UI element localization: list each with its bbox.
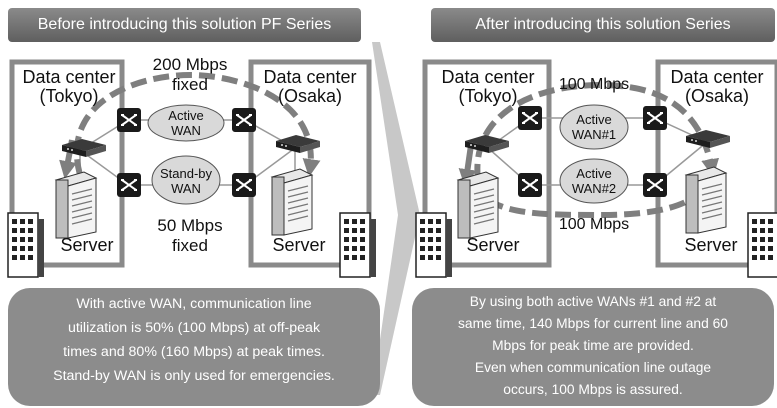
left-wan-active-line2: WAN — [171, 123, 201, 138]
left-dc-tokyo-frame — [9, 59, 125, 268]
right-traffic-arrow-tail — [458, 144, 477, 188]
left-bw-bottom-label: 50 Mbps fixed — [145, 216, 235, 256]
left-bw-bottom-line1: 50 Mbps — [157, 216, 223, 235]
left-note-line: Stand-by WAN is only used for emergencie… — [53, 368, 335, 384]
left-bw-bottom-line2: fixed — [172, 236, 208, 255]
right-dc-tokyo-line2: (Tokyo) — [458, 86, 518, 106]
right-wan1-oval — [559, 104, 629, 150]
router-icon — [517, 172, 543, 198]
right-note-line: Even when communication line outage — [474, 360, 712, 375]
building-icon — [747, 212, 777, 278]
right-dc-osaka-line2: (Osaka) — [684, 86, 749, 106]
right-dc-osaka-line1: Data center — [670, 67, 764, 87]
left-note: With active WAN, communication line util… — [8, 288, 380, 406]
router-icon — [517, 105, 543, 131]
server-icon — [457, 171, 499, 239]
right-dc-osaka-label: Data center (Osaka) — [662, 68, 772, 106]
left-note-line: With active WAN, communication line — [76, 296, 312, 312]
router-icon — [642, 105, 668, 131]
left-wan-active-oval — [147, 104, 225, 142]
right-note-line: By using both active WANs #1 and #2 at — [469, 294, 717, 309]
left-dc-tokyo-line2: (Tokyo) — [39, 86, 99, 106]
server-icon — [271, 168, 313, 236]
router-icon — [116, 107, 142, 133]
server-icon — [55, 171, 97, 239]
building-icon — [339, 212, 377, 278]
left-wan-standby-line2: WAN — [171, 181, 201, 196]
right-note: By using both active WANs #1 and #2 at s… — [412, 288, 774, 406]
left-server-left-label: Server — [60, 235, 114, 255]
right-server-right-label: Server — [684, 235, 738, 255]
left-bw-top-label: 200 Mbps fixed — [145, 55, 235, 95]
right-server-left-label: Server — [466, 235, 520, 255]
left-banner: Before introducing this solution PF Seri… — [8, 8, 361, 42]
router-icon — [231, 172, 257, 198]
right-dc-tokyo-label: Data center (Tokyo) — [436, 68, 540, 106]
right-dc-osaka-frame — [655, 59, 777, 268]
transition-arrow — [372, 42, 420, 395]
right-dc-tokyo-frame — [422, 59, 552, 268]
router-icon — [116, 172, 142, 198]
right-wan2-label: Active WAN#2 — [564, 166, 624, 196]
left-wan-active-line1: Active — [168, 108, 204, 123]
left-server-right-label: Server — [272, 235, 326, 255]
right-banner-text: After introducing this solution Series — [475, 16, 731, 33]
left-wan-standby-label: Stand-by WAN — [154, 166, 218, 196]
router-icon — [642, 172, 668, 198]
right-dc-tokyo-line1: Data center — [441, 67, 535, 87]
left-wan-active-label: Active WAN — [156, 108, 216, 138]
right-wan1-line2: WAN#1 — [571, 127, 617, 142]
left-wan-standby-oval — [151, 155, 221, 205]
right-note-line: occurs, 100 Mbps is assured. — [503, 382, 683, 397]
left-banner-text: Before introducing this solution PF Seri… — [37, 16, 332, 33]
left-dc-tokyo-label: Data center (Tokyo) — [22, 68, 116, 106]
left-traffic-arrow — [74, 71, 321, 178]
left-wan-standby-line1: Stand-by — [159, 166, 213, 181]
left-dc-tokyo-line1: Data center — [22, 67, 116, 87]
right-traffic-arrow-top — [474, 81, 720, 181]
left-note-line: utilization is 50% (100 Mbps) at off-pea… — [67, 320, 321, 336]
building-icon — [415, 212, 453, 278]
right-banner: After introducing this solution Series — [431, 8, 775, 42]
left-dc-osaka-line2: (Osaka) — [277, 86, 342, 106]
left-dc-osaka-frame — [248, 59, 372, 268]
right-bw-bottom-label: 100 Mbps — [558, 216, 630, 233]
switch-icon — [686, 130, 730, 148]
right-wan2-line2: WAN#2 — [571, 181, 617, 196]
router-icon — [231, 107, 257, 133]
left-dc-osaka-label: Data center (Osaka) — [256, 68, 364, 106]
left-note-line: times and 80% (160 Mbps) at peak times. — [63, 344, 325, 360]
left-bw-top-line2: fixed — [172, 75, 208, 94]
building-icon — [7, 212, 45, 278]
right-bw-top-label: 100 Mbps — [558, 76, 630, 93]
right-note-line: same time, 140 Mbps for current line and… — [458, 316, 728, 331]
right-wan2-line1: Active — [576, 166, 612, 181]
left-dc-osaka-line1: Data center — [263, 67, 357, 87]
right-wan1-line1: Active — [576, 112, 612, 127]
right-note-line: Mbps for peak time are provided. — [492, 338, 694, 353]
server-icon — [685, 166, 727, 234]
left-bw-top-line1: 200 Mbps — [152, 55, 228, 74]
right-wan1-label: Active WAN#1 — [564, 112, 624, 142]
right-wan2-oval — [559, 158, 629, 204]
